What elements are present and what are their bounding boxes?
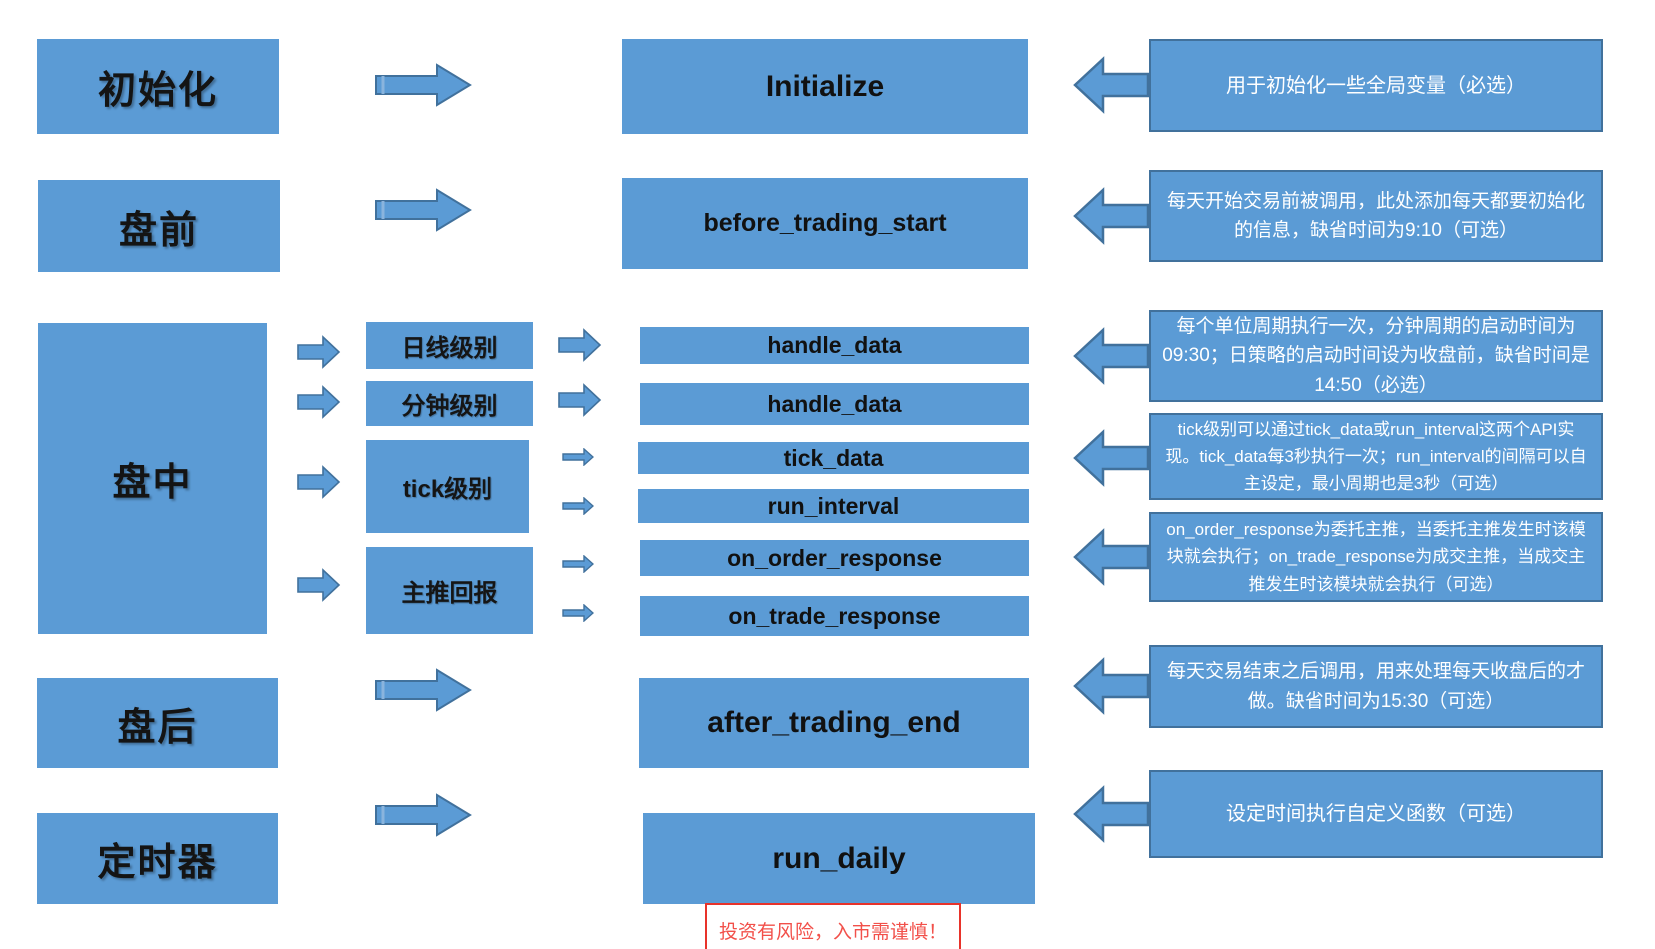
- function-box-run-daily: run_daily: [643, 813, 1035, 904]
- function-box-initialize: Initialize: [622, 39, 1028, 134]
- function-box-before-trading-start: before_trading_start: [622, 178, 1028, 269]
- risk-disclaimer-box: 投资有风险，入市需谨慎！: [705, 903, 961, 949]
- stage-label-premarket: 盘前: [118, 209, 199, 252]
- function-box-handle-data-minute: handle_data: [640, 383, 1029, 425]
- level-label-tick: tick级别: [402, 476, 493, 503]
- function-label-handle-data-minute: handle_data: [767, 390, 902, 417]
- arrow-left-icon: [1073, 657, 1149, 715]
- stage-label-intraday: 盘中: [112, 462, 193, 504]
- stage-box-initialize: 初始化: [37, 39, 279, 134]
- function-label-after-trading-end: after_trading_end: [707, 706, 961, 739]
- arrow-right-icon: [375, 668, 472, 712]
- description-text-push-response: on_order_response为委托主推，当委托主推发生时该模块就会执行；o…: [1166, 520, 1586, 594]
- description-box-initialize: 用于初始化一些全局变量（必选）: [1149, 39, 1603, 132]
- stage-label-postmarket: 盘后: [117, 706, 198, 749]
- stage-box-intraday: 盘中: [38, 323, 267, 634]
- description-text-handle-data: 每个单位周期执行一次，分钟周期的启动时间为09:30；日策略的启动时间设为收盘前…: [1162, 315, 1590, 396]
- arrow-right-icon: [558, 383, 602, 417]
- description-box-push-response: on_order_response为委托主推，当委托主推发生时该模块就会执行；o…: [1149, 512, 1603, 602]
- description-box-handle-data: 每个单位周期执行一次，分钟周期的启动时间为09:30；日策略的启动时间设为收盘前…: [1149, 310, 1603, 402]
- description-box-before-trading-start: 每天开始交易前被调用，此处添加每天都要初始化的信息，缺省时间为9:10（可选）: [1149, 170, 1603, 262]
- stage-box-postmarket: 盘后: [37, 678, 278, 768]
- arrow-right-icon: [562, 604, 594, 622]
- arrow-left-icon: [1073, 429, 1149, 487]
- level-box-push-callback: 主推回报: [366, 547, 533, 634]
- level-label-push-callback: 主推回报: [401, 580, 498, 607]
- arrow-right-icon: [375, 188, 472, 232]
- function-label-run-interval: run_interval: [767, 492, 900, 519]
- stage-box-premarket: 盘前: [38, 180, 280, 272]
- level-label-daily: 日线级别: [401, 335, 498, 362]
- function-label-on-trade-response: on_trade_response: [728, 602, 941, 629]
- arrow-right-icon: [297, 335, 341, 369]
- function-box-after-trading-end: after_trading_end: [639, 678, 1029, 768]
- description-text-run-daily: 设定时间执行自定义函数（可选）: [1226, 803, 1526, 825]
- arrow-left-icon: [1073, 528, 1149, 586]
- description-text-before-trading-start: 每天开始交易前被调用，此处添加每天都要初始化的信息，缺省时间为9:10（可选）: [1166, 190, 1585, 241]
- arrow-right-icon: [558, 328, 602, 362]
- description-box-tick-level: tick级别可以通过tick_data或run_interval这两个API实现…: [1149, 413, 1603, 500]
- function-box-tick-data: tick_data: [638, 442, 1029, 474]
- function-label-handle-data-daily: handle_data: [767, 332, 902, 358]
- arrow-right-icon: [562, 497, 594, 515]
- arrow-right-icon: [297, 385, 341, 419]
- function-box-on-order-response: on_order_response: [640, 540, 1029, 576]
- arrow-left-icon: [1073, 327, 1149, 385]
- function-label-initialize: Initialize: [765, 69, 885, 103]
- arrow-right-icon: [375, 793, 472, 837]
- arrow-left-icon: [1073, 785, 1149, 843]
- level-box-tick: tick级别: [366, 440, 529, 533]
- function-box-on-trade-response: on_trade_response: [640, 596, 1029, 636]
- function-label-run-daily: run_daily: [772, 841, 906, 875]
- level-box-minute: 分钟级别: [366, 381, 533, 426]
- function-box-run-interval: run_interval: [638, 489, 1029, 523]
- arrow-right-icon: [297, 465, 341, 499]
- function-label-before-trading-start: before_trading_start: [703, 209, 947, 237]
- arrow-right-icon: [375, 63, 472, 107]
- function-box-handle-data-daily: handle_data: [640, 327, 1029, 364]
- arrow-left-icon: [1073, 187, 1149, 245]
- level-box-daily: 日线级别: [366, 322, 533, 369]
- arrow-right-icon: [562, 555, 594, 573]
- description-box-run-daily: 设定时间执行自定义函数（可选）: [1149, 770, 1603, 858]
- function-label-on-order-response: on_order_response: [727, 544, 942, 571]
- description-text-after-trading-end: 每天交易结束之后调用，用来处理每天收盘后的才做。缺省时间为15:30（可选）: [1166, 661, 1585, 712]
- arrow-right-icon: [297, 568, 341, 602]
- function-label-tick-data: tick_data: [783, 444, 884, 471]
- description-box-after-trading-end: 每天交易结束之后调用，用来处理每天收盘后的才做。缺省时间为15:30（可选）: [1149, 645, 1603, 728]
- stage-label-initialize: 初始化: [97, 70, 218, 112]
- description-text-tick-level: tick级别可以通过tick_data或run_interval这两个API实现…: [1165, 419, 1587, 494]
- level-label-minute: 分钟级别: [401, 393, 498, 420]
- arrow-left-icon: [1073, 56, 1149, 114]
- description-text-initialize: 用于初始化一些全局变量（必选）: [1226, 74, 1526, 97]
- risk-disclaimer-text: 投资有风险，入市需谨慎！: [718, 922, 947, 943]
- stage-label-timer: 定时器: [97, 842, 218, 884]
- arrow-right-icon: [562, 448, 594, 466]
- stage-box-timer: 定时器: [37, 813, 278, 904]
